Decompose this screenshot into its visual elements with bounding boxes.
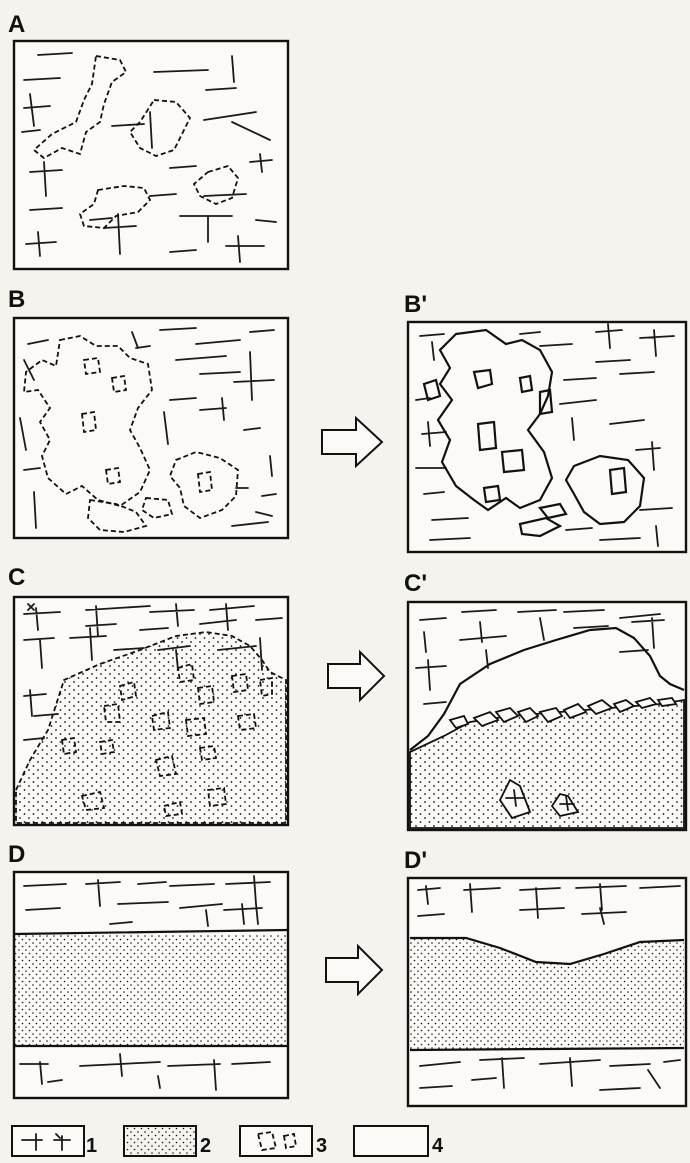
transition-arrow-c <box>328 652 384 700</box>
panel-a: A <box>8 11 288 269</box>
panel-c-prime: C' <box>404 570 686 830</box>
panel-a-frame <box>14 41 288 269</box>
legend-item-4: 4 <box>354 1126 444 1157</box>
transition-arrow-d <box>326 946 382 994</box>
legend-number: 2 <box>200 1135 211 1157</box>
panel-label-b-prime: B' <box>404 291 427 318</box>
panel-label-c-prime: C' <box>404 570 427 597</box>
legend-item-3: 3 <box>240 1126 327 1157</box>
panel-label-d: D <box>8 841 25 868</box>
stipple-pattern-icon <box>124 1126 196 1156</box>
panel-label-b: B <box>8 286 25 313</box>
legend: 1 2 3 4 <box>12 1126 444 1157</box>
panel-b: B <box>8 286 288 538</box>
panel-label-c: C <box>8 564 25 591</box>
dashed-clast-icon <box>240 1126 312 1156</box>
panel-b-prime: B' <box>404 291 686 552</box>
panel-d: D <box>8 841 288 1098</box>
legend-number: 3 <box>316 1135 327 1157</box>
fracture-symbol-icon <box>12 1126 84 1156</box>
blank-box-icon <box>354 1126 428 1156</box>
legend-number: 1 <box>86 1135 97 1157</box>
legend-item-2: 2 <box>124 1126 211 1157</box>
panel-d-prime: D' <box>404 847 686 1106</box>
panel-label-a: A <box>8 11 25 38</box>
sediment-layer <box>15 934 287 1046</box>
panel-b-frame <box>14 318 288 538</box>
panel-label-d-prime: D' <box>404 847 427 874</box>
legend-item-1: 1 <box>12 1126 97 1157</box>
transition-arrow-b <box>322 418 382 466</box>
legend-number: 4 <box>432 1135 444 1157</box>
panel-c: C <box>8 564 288 825</box>
